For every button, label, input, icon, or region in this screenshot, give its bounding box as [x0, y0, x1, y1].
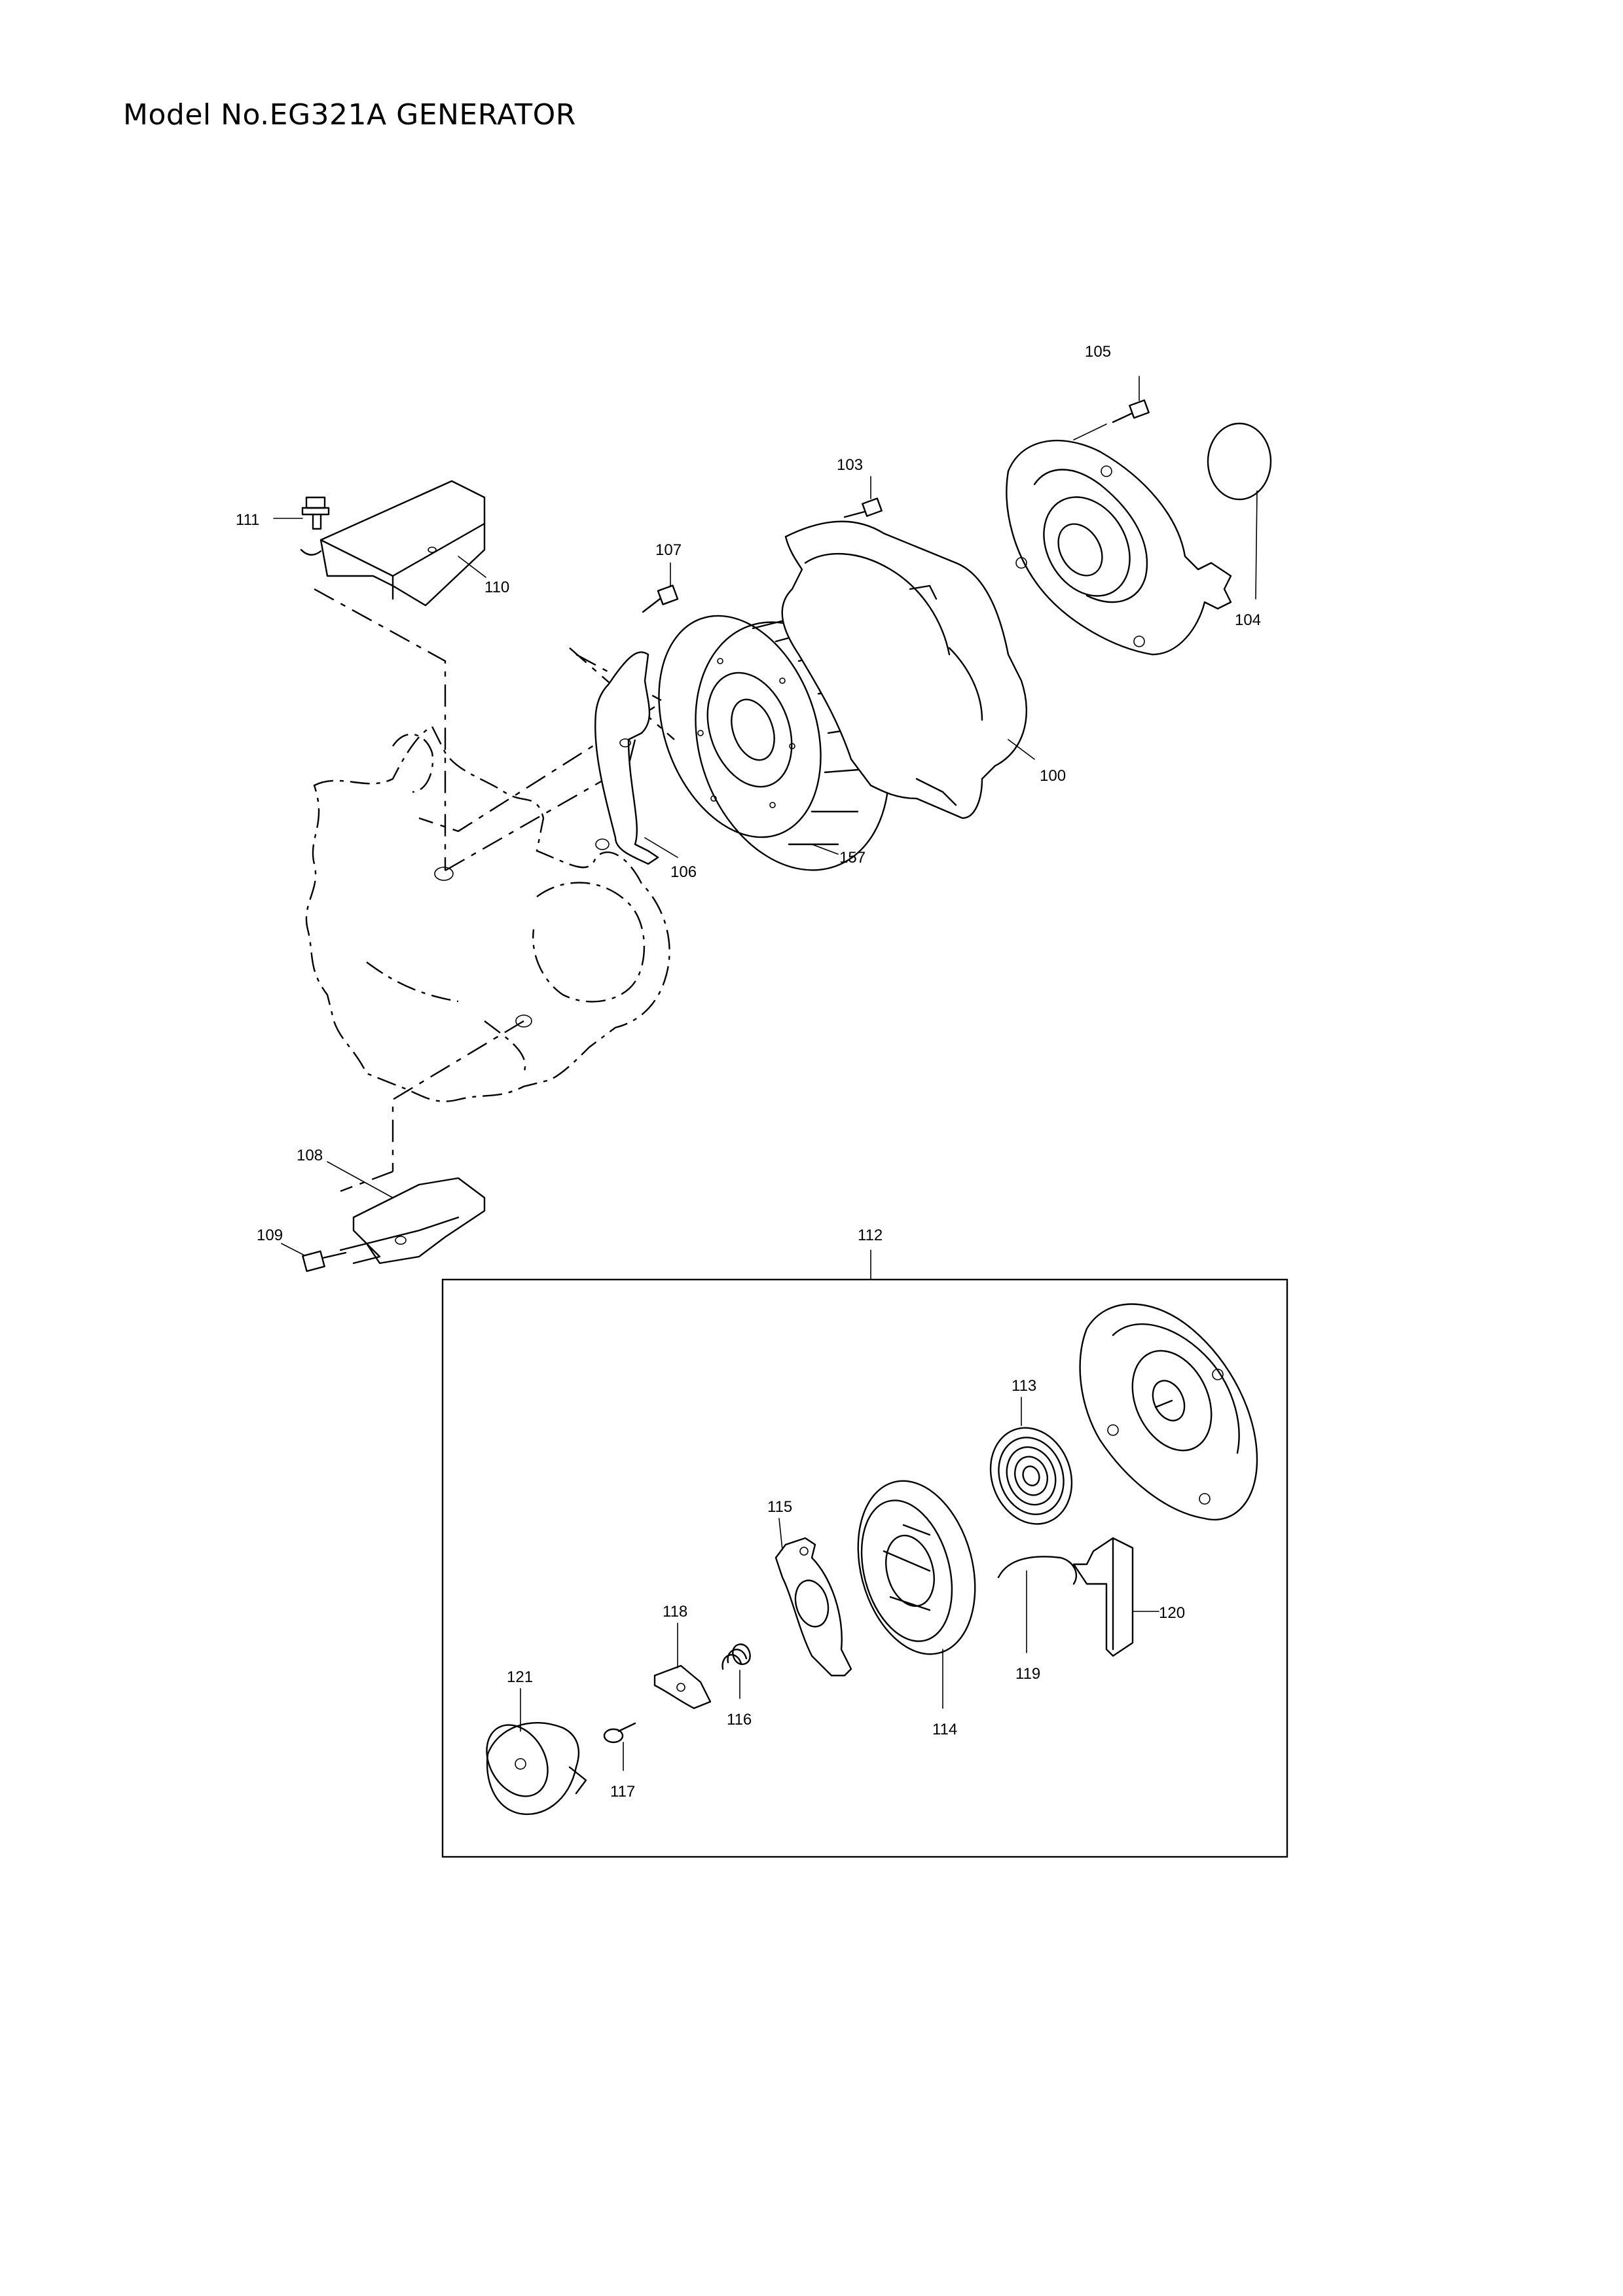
label-157: 157: [839, 849, 866, 867]
label-109: 109: [257, 1227, 283, 1244]
label-112: 112: [858, 1227, 883, 1244]
label-107: 107: [655, 541, 682, 559]
label-114: 114: [932, 1721, 957, 1738]
label-110: 110: [484, 579, 509, 596]
part-121-cover: [486, 1688, 587, 1815]
part-labels: 105 103 111 107 110 104 100 157 106 108 …: [236, 343, 1261, 1801]
part-120-handle: [1072, 1537, 1159, 1657]
part-106-guide-plate: [594, 651, 678, 865]
label-118: 118: [663, 1603, 687, 1621]
part-113-recoil-spring: [989, 1397, 1073, 1525]
part-110-cover: [300, 480, 486, 607]
starter-case-subassembly: [1079, 1303, 1258, 1520]
label-111: 111: [236, 511, 259, 529]
part-111-bolt: [273, 496, 330, 530]
label-115: 115: [767, 1498, 792, 1516]
label-100: 100: [1040, 767, 1066, 785]
label-108: 108: [297, 1147, 323, 1164]
part-103-bolt: [843, 476, 883, 518]
label-104: 104: [1235, 611, 1261, 629]
subassembly-112-frame: [441, 1249, 1288, 1858]
part-114-reel: [857, 1480, 976, 1709]
recoil-starter-case: [1006, 439, 1232, 656]
part-104-label-disc: [1207, 422, 1272, 600]
page-title: Model No.EG321A GENERATOR: [123, 98, 576, 132]
part-100-blower-housing: [781, 520, 1035, 819]
label-106: 106: [670, 863, 697, 881]
label-119: 119: [1015, 1665, 1040, 1683]
part-116-spring: [721, 1643, 751, 1699]
label-113: 113: [1012, 1377, 1036, 1395]
part-115-ratchet: [775, 1518, 852, 1677]
label-120: 120: [1159, 1604, 1185, 1622]
part-117-screw: [603, 1722, 636, 1771]
label-117: 117: [610, 1783, 635, 1801]
label-105: 105: [1085, 343, 1111, 361]
part-105-bolt: [1073, 376, 1150, 440]
label-116: 116: [727, 1711, 752, 1729]
part-108-bracket: [327, 1161, 486, 1265]
part-109-bolt: [281, 1243, 347, 1272]
label-103: 103: [837, 456, 863, 474]
engine-outline: [305, 725, 670, 1102]
label-121: 121: [507, 1668, 533, 1686]
part-118-pawl: [653, 1623, 712, 1710]
part-119-rope: [997, 1556, 1078, 1653]
part-107-bolt: [642, 562, 679, 613]
